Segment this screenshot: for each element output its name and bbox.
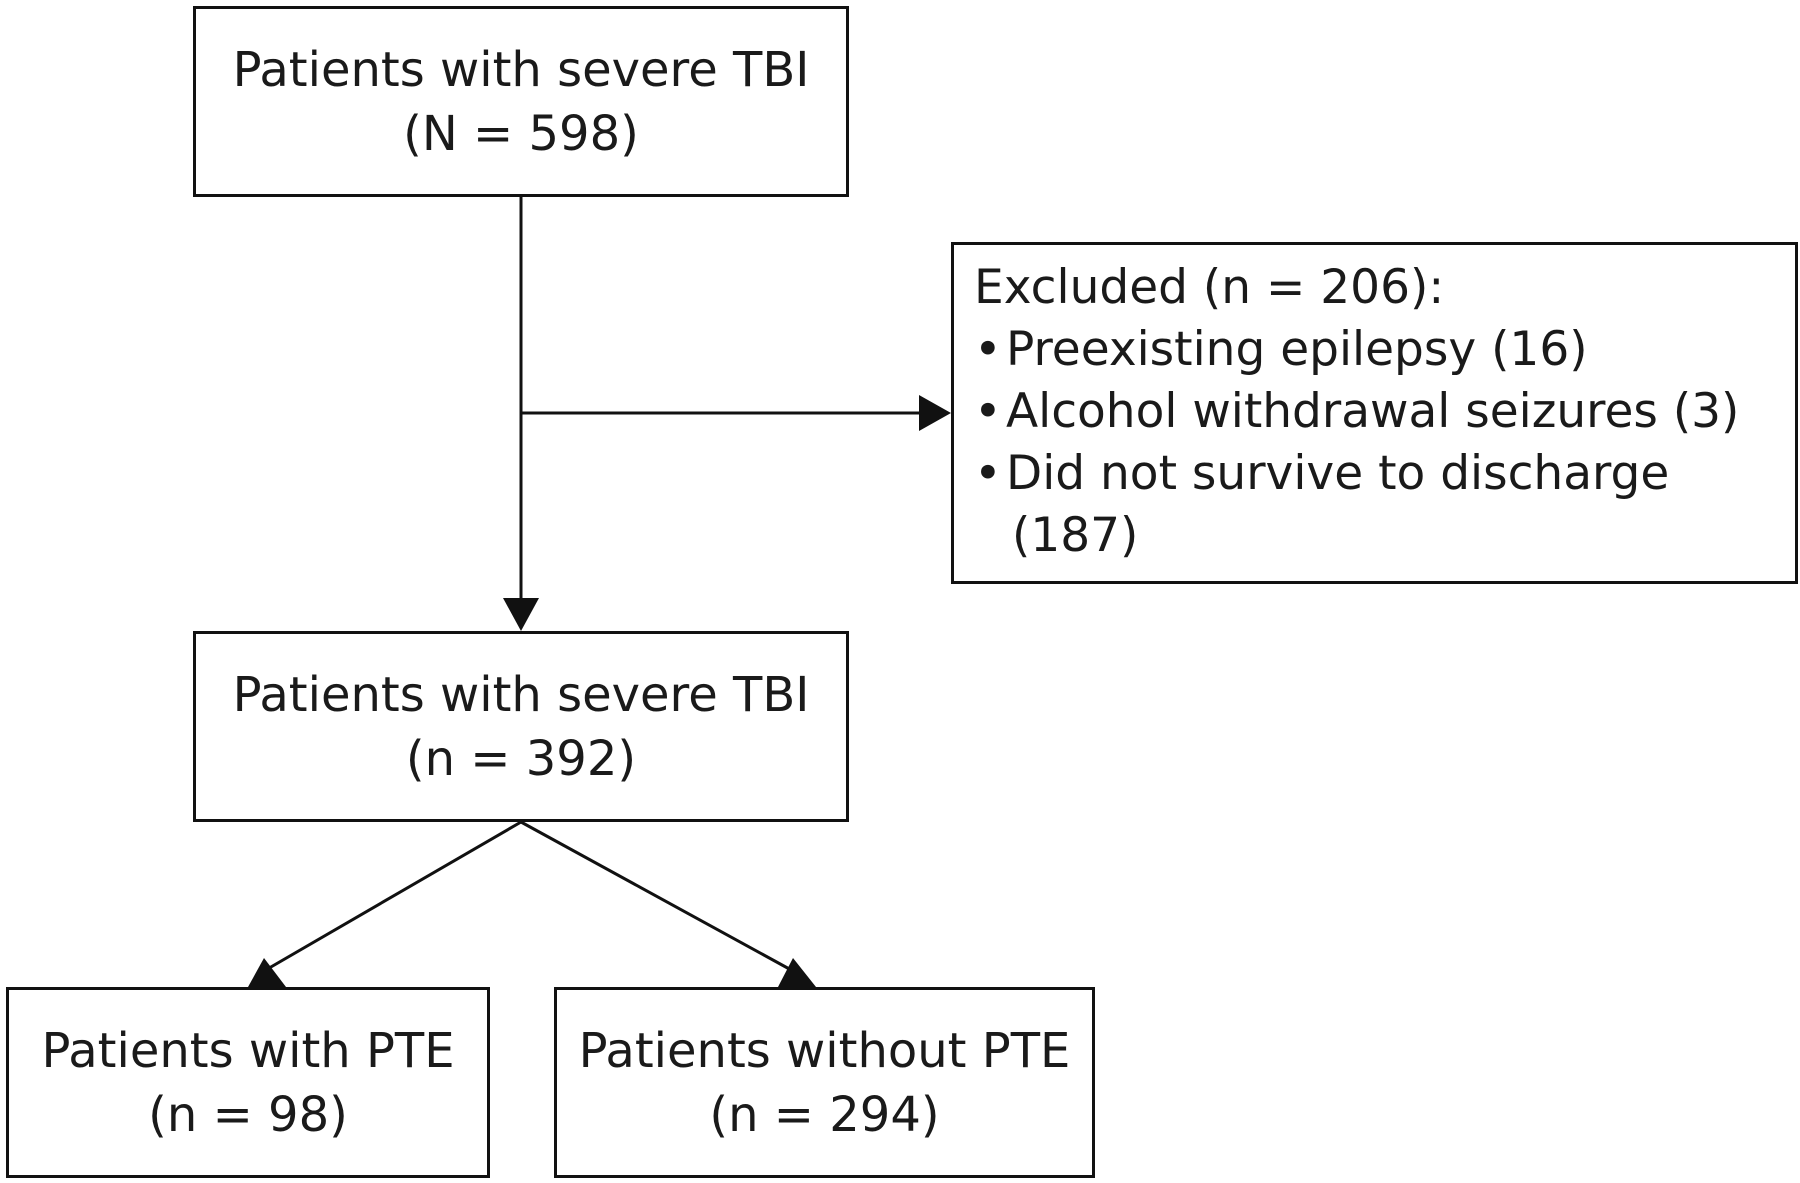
box-total-label: Patients with severe TBI bbox=[232, 41, 810, 98]
arrowhead-down-left-icon bbox=[248, 958, 286, 987]
box-pte-label: Patients with PTE bbox=[41, 1022, 455, 1079]
box-patients-with-pte: Patients with PTE (n = 98) bbox=[6, 987, 490, 1178]
box-cohort-label: Patients with severe TBI bbox=[232, 666, 810, 723]
excluded-reasons-list: • Preexisting epilepsy (16) • Alcohol wi… bbox=[974, 319, 1795, 567]
box-cohort-patients: Patients with severe TBI (n = 392) bbox=[193, 631, 849, 822]
excluded-reason-item: • Did not survive to discharge (187) bbox=[974, 443, 1795, 567]
excluded-reason-text: Alcohol withdrawal seizures (3) bbox=[1006, 384, 1740, 439]
bullet-icon: • bbox=[974, 446, 1002, 501]
excluded-reason-text: Preexisting epilepsy (16) bbox=[1006, 322, 1588, 377]
box-pte-count: (n = 98) bbox=[148, 1086, 348, 1143]
box-total-count: (N = 598) bbox=[403, 105, 639, 162]
excluded-title: Excluded (n = 206): bbox=[974, 260, 1445, 315]
bullet-icon: • bbox=[974, 384, 1002, 439]
arrowhead-down-right-icon bbox=[778, 958, 816, 987]
box-patients-without-pte: Patients without PTE (n = 294) bbox=[554, 987, 1095, 1178]
connector-cohort-to-nopte bbox=[520, 820, 794, 973]
box-cohort-count: (n = 392) bbox=[405, 730, 637, 787]
box-nopte-label: Patients without PTE bbox=[578, 1022, 1071, 1079]
box-nopte-count: (n = 294) bbox=[709, 1086, 940, 1143]
arrowhead-down-icon bbox=[503, 598, 539, 631]
excluded-reason-item: • Alcohol withdrawal seizures (3) bbox=[974, 381, 1795, 443]
bullet-icon: • bbox=[974, 322, 1002, 377]
connector-cohort-to-pte bbox=[263, 820, 522, 973]
box-total-patients: Patients with severe TBI (N = 598) bbox=[193, 6, 849, 197]
excluded-reason-count: (187) bbox=[1012, 508, 1139, 563]
box-excluded: Excluded (n = 206): • Preexisting epilep… bbox=[951, 242, 1798, 584]
arrowhead-right-icon bbox=[919, 395, 951, 431]
excluded-reason-text: Did not survive to discharge bbox=[1006, 446, 1670, 501]
excluded-reason-item: • Preexisting epilepsy (16) bbox=[974, 319, 1795, 381]
